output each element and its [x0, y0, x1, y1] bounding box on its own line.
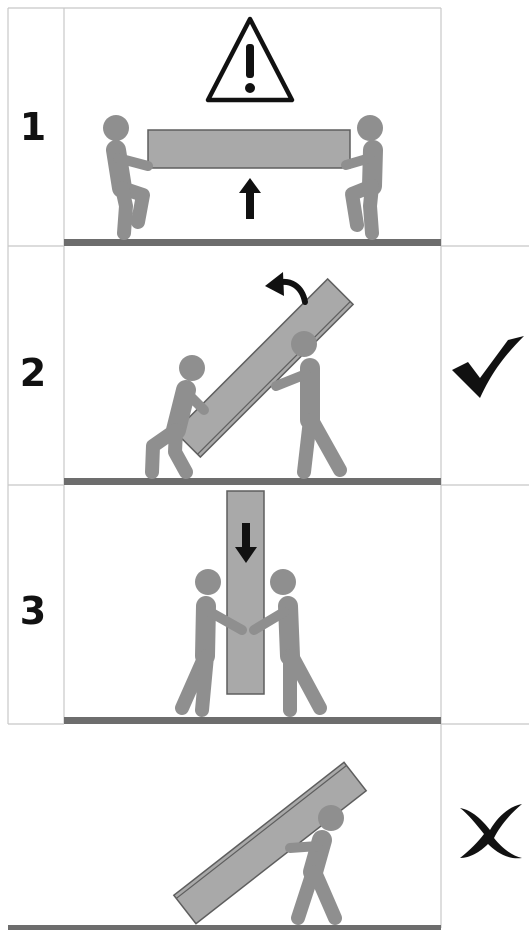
floor-step-3	[64, 717, 441, 724]
person-left	[103, 115, 148, 233]
rotate-arrow-icon	[265, 272, 305, 302]
step-3-illustration	[182, 491, 320, 710]
floor-lines	[8, 239, 441, 930]
step-number-1: 1	[4, 108, 62, 146]
board	[174, 762, 366, 923]
board	[148, 130, 350, 168]
floor-step-1	[64, 239, 441, 246]
step-4-illustration	[174, 762, 366, 923]
step-number-3: 3	[4, 592, 62, 630]
floor-step-4	[8, 925, 441, 930]
step-1-illustration	[103, 19, 383, 233]
person-right	[346, 115, 383, 233]
step-2-illustration	[152, 272, 353, 472]
cross-icon	[460, 804, 522, 858]
arrow-up-icon	[239, 178, 261, 219]
warning-icon	[208, 19, 292, 100]
check-icon	[452, 336, 524, 398]
step-number-2: 2	[4, 354, 62, 392]
board	[227, 491, 264, 694]
floor-step-2	[64, 478, 441, 485]
